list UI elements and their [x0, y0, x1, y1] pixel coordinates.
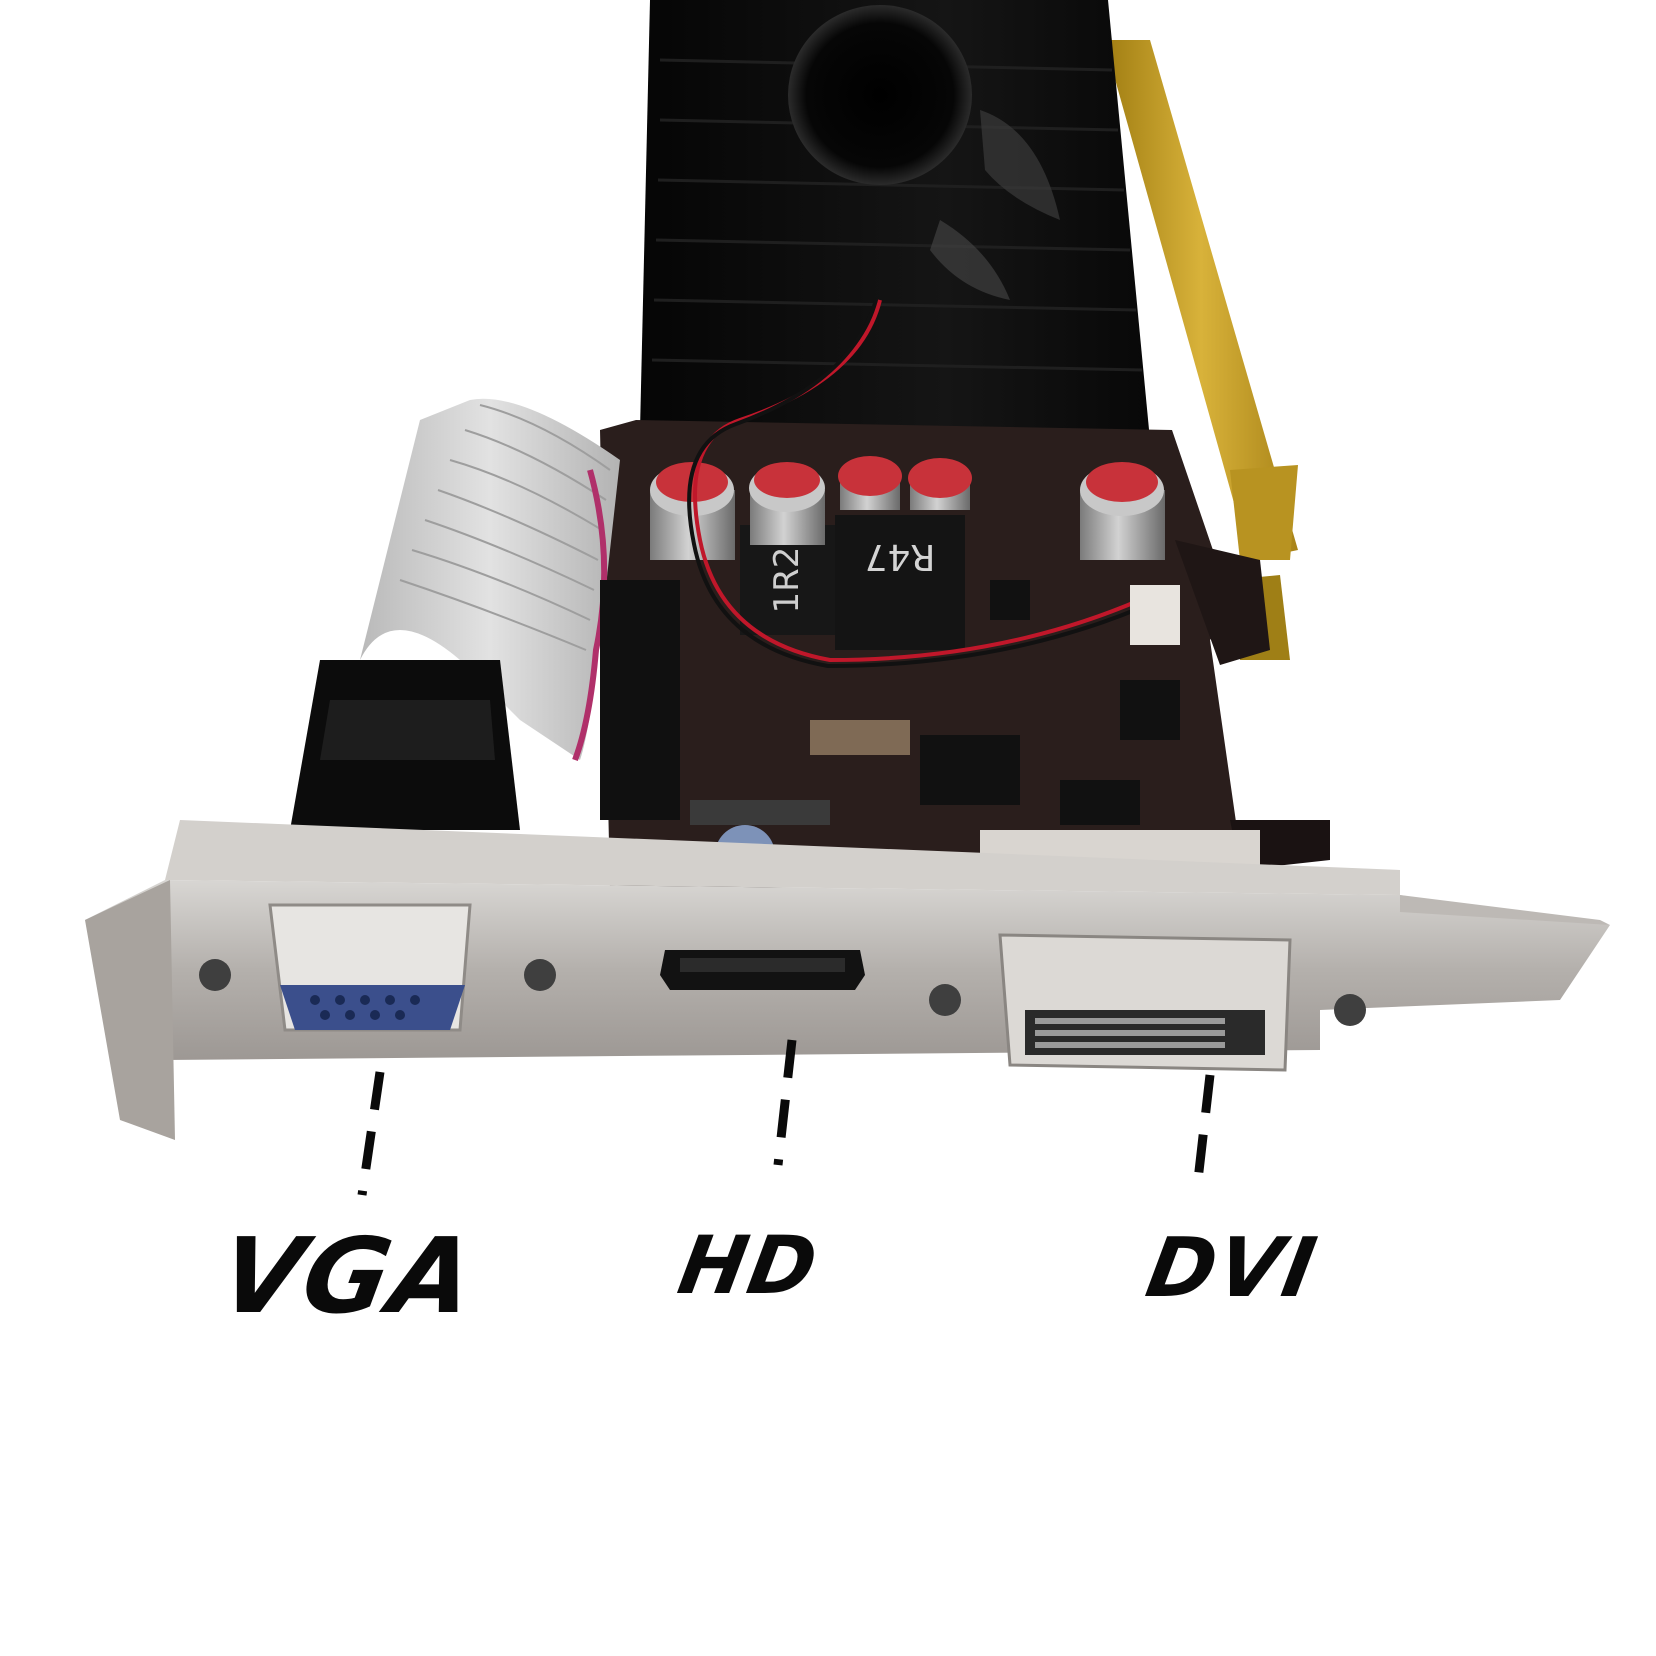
- dvi-label: DVI: [1139, 1221, 1325, 1316]
- hdmi-port: [660, 950, 961, 1016]
- fan-hub: [788, 5, 972, 185]
- hd-leader-line: [773, 1039, 797, 1166]
- hd-label: HD: [671, 1219, 826, 1312]
- dvi-port: [998, 933, 1366, 1072]
- leader-lines: [357, 1039, 1215, 1196]
- fan-wire: [687, 299, 1141, 669]
- vga-label: VGA: [211, 1215, 486, 1337]
- capacitor: [749, 462, 825, 545]
- capacitor: [908, 458, 972, 510]
- header-connector: [600, 580, 680, 820]
- capacitor: [650, 462, 735, 560]
- vga-housing: [290, 660, 520, 830]
- inductor-1r2-label: 1R2: [767, 547, 807, 614]
- capacitor: [1080, 462, 1165, 560]
- inductor-r47: R47: [835, 515, 965, 650]
- inductor-r47-label: R47: [865, 536, 936, 577]
- dvi-leader-line: [1193, 1074, 1215, 1181]
- capacitors: [650, 456, 1165, 560]
- vga-port: [199, 903, 556, 1032]
- heatsink: [640, 0, 1150, 440]
- ribbon-cable: [360, 398, 620, 762]
- fan-connector: [1130, 585, 1180, 645]
- vga-leader-line: [357, 1071, 385, 1196]
- capacitor: [838, 456, 902, 510]
